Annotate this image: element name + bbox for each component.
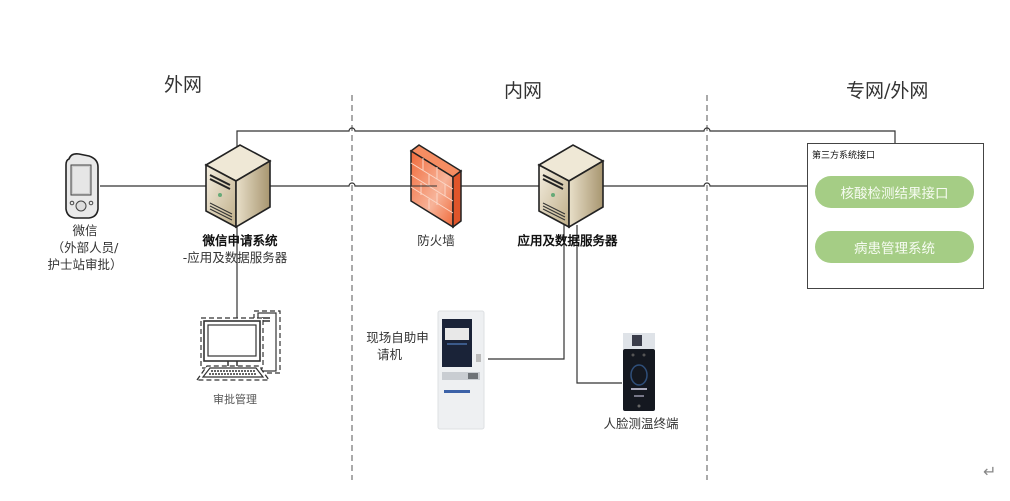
third-party-interface-box	[807, 143, 984, 289]
kiosk-label: 现场自助申 请机	[360, 329, 435, 363]
zone-title-private: 专网/外网	[846, 80, 929, 102]
mobile-phone-icon	[65, 153, 99, 219]
kiosk-label-line1: 现场自助申	[366, 330, 429, 345]
wechat-server-title: 微信申请系统	[202, 233, 278, 248]
link-main	[100, 182, 807, 187]
face-terminal-icon	[623, 333, 655, 411]
app-server-label: 应用及数据服务器	[517, 233, 618, 248]
link-kiosk	[488, 225, 565, 360]
zone-title-internal: 内网	[504, 80, 543, 102]
wechat-label: 微信 （外部人员/ 护士站审批）	[40, 222, 130, 273]
zone-title-external: 外网	[164, 74, 203, 96]
paragraph-mark-icon: ↵	[983, 462, 997, 481]
link-top	[236, 127, 896, 186]
kiosk-label-line2: 请机	[377, 347, 403, 362]
link-face-terminal	[576, 225, 622, 384]
firewall-label: 防火墙	[417, 233, 455, 248]
server-icon	[537, 144, 605, 229]
wechat-label-line2: （外部人员/	[51, 240, 119, 255]
patient-management-system: 病患管理系统	[815, 231, 974, 263]
kiosk-icon	[437, 310, 485, 430]
approval-label: 审批管理	[213, 393, 257, 406]
server-icon	[204, 144, 272, 229]
wechat-label-line1: 微信	[72, 223, 98, 238]
wechat-label-line3: 护士站审批）	[47, 257, 123, 272]
desktop-computer-icon	[195, 310, 281, 381]
nucleic-acid-result-interface: 核酸检测结果接口	[815, 176, 974, 208]
firewall-icon	[409, 144, 463, 229]
third-party-interface-title: 第三方系统接口	[812, 151, 876, 161]
face-terminal-label: 人脸测温终端	[603, 416, 679, 431]
wechat-server-subtitle: -应用及数据服务器	[182, 250, 288, 265]
